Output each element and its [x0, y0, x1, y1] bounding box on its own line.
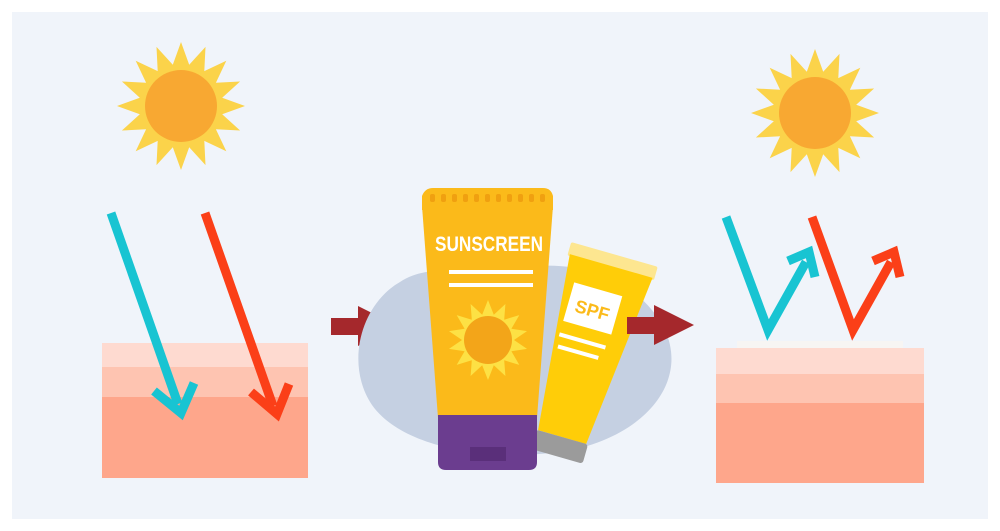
spf-tube-body: [538, 254, 653, 444]
crimp-dot: [485, 194, 490, 202]
crimp-dot: [452, 194, 457, 202]
sun-right: [751, 49, 879, 177]
crimp-dot: [518, 194, 523, 202]
label-line-1: [449, 270, 533, 274]
crimp-dot: [474, 194, 479, 202]
sunscreen-tube-cap: [438, 415, 537, 470]
spf-tube: SPF: [531, 242, 658, 464]
sun-left: [117, 42, 245, 170]
spf-label-box: [563, 282, 623, 335]
flow-arrow-right: [627, 305, 694, 345]
uv-arrow-red-reflected: [807, 215, 905, 341]
crimp-dot: [463, 194, 468, 202]
uv-rays-penetrating: [106, 211, 294, 422]
skin-layer-middle: [102, 367, 308, 397]
skin-layer-bottom: [716, 403, 924, 483]
spf-tube-crimp: [567, 242, 658, 280]
uv-arrow-cyan: [106, 211, 199, 421]
uv-arrow-red: [200, 211, 294, 422]
spf-tube-cap: [531, 430, 588, 464]
crimp-dot: [430, 194, 435, 202]
spf-label-line-2: [557, 344, 599, 360]
label-line-2: [449, 283, 533, 287]
sun-core: [464, 316, 512, 364]
sun-core: [145, 70, 217, 142]
skin-right: [716, 341, 924, 483]
crimp-dot: [507, 194, 512, 202]
crimp-dot: [496, 194, 501, 202]
sunscreen-film: [737, 341, 903, 350]
crimp-dot: [529, 194, 534, 202]
crimp-dot: [540, 194, 545, 202]
skin-layer-top: [102, 343, 308, 367]
sun-core: [779, 77, 851, 149]
crimp-dot: [441, 194, 446, 202]
sunscreen-label: SUNSCREEN: [435, 233, 543, 256]
uv-rays-reflected: [721, 215, 905, 341]
spf-label-line-1: [558, 332, 607, 350]
tube-sun-emblem: [449, 300, 527, 380]
cap-slot: [470, 447, 506, 461]
uv-arrow-cyan-reflected: [721, 215, 820, 341]
skin-layer-middle: [716, 374, 924, 403]
skin-layer-top: [716, 348, 924, 374]
sunscreen-tube: SUNSCREEN: [422, 188, 553, 470]
tube-crimp-dots: [430, 194, 545, 202]
